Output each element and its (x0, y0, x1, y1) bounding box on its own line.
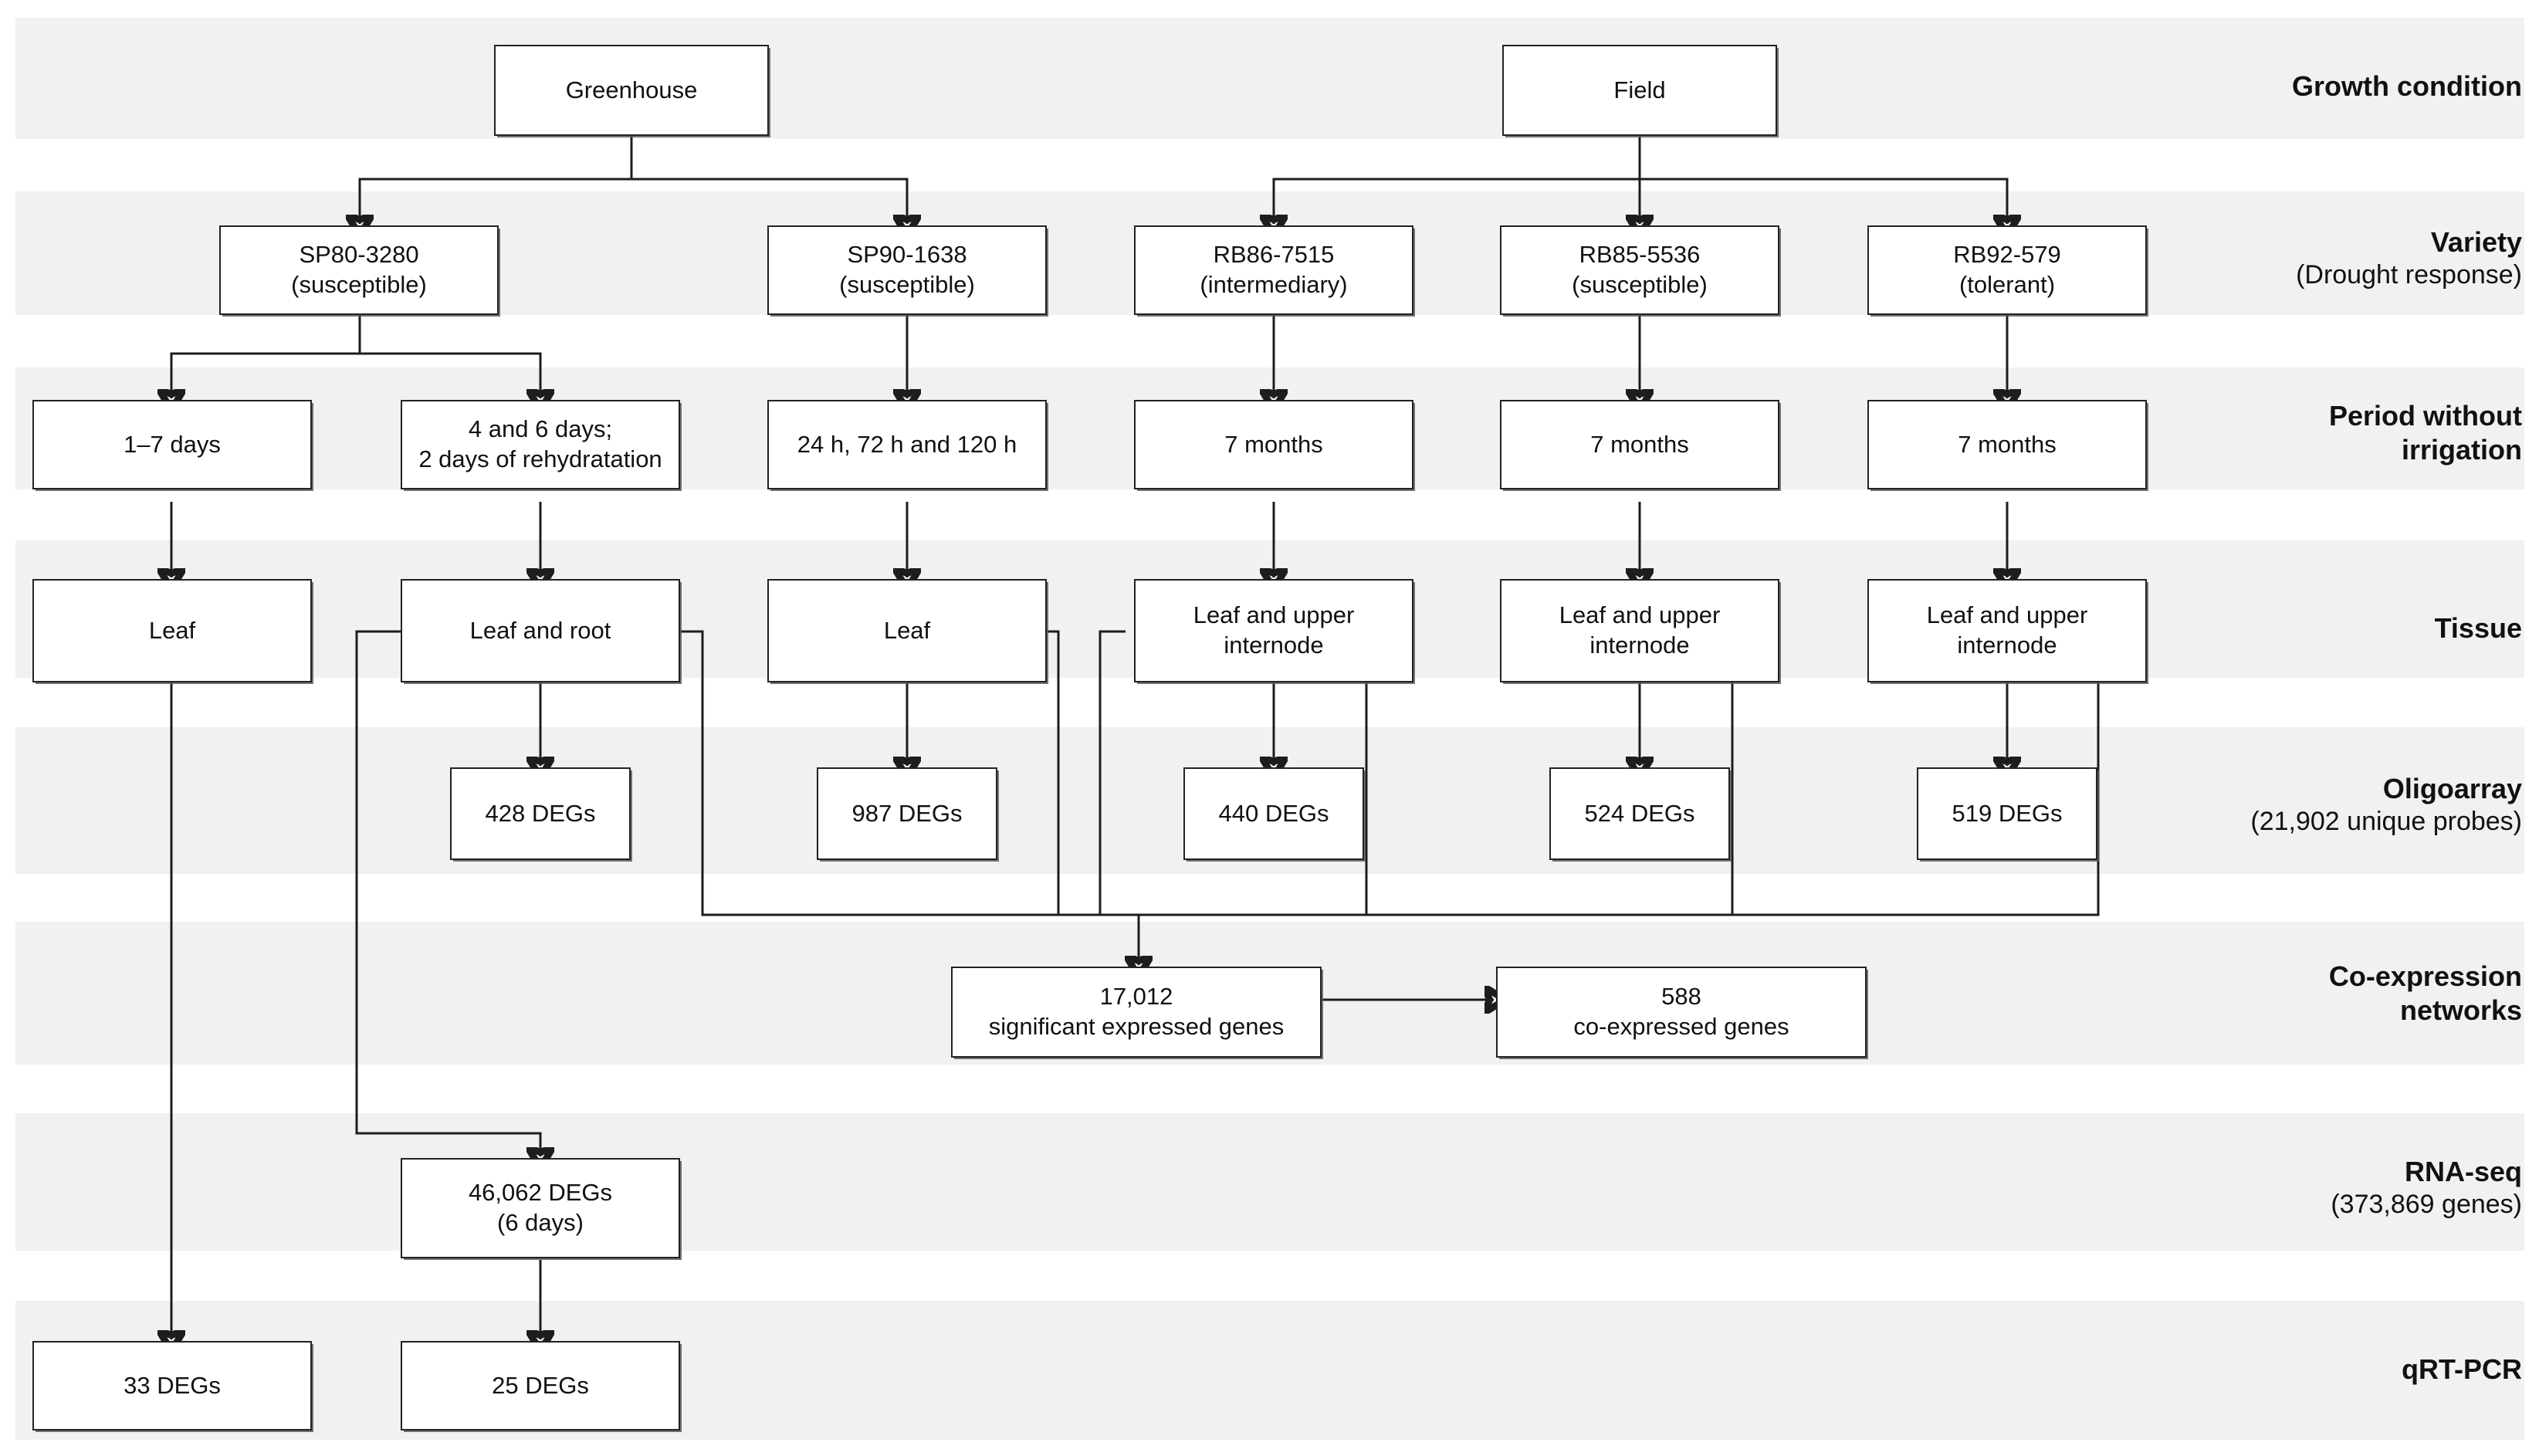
node-rb92-579[interactable]: RB92-579 (tolerant) (1867, 225, 2147, 315)
node-period-4-6-days-line2: 2 days of rehydratation (418, 445, 662, 472)
node-degs-519-label: 519 DEGs (1952, 799, 2063, 827)
row-label-qrt-pcr: qRT-PCR (2402, 1353, 2522, 1387)
node-period-1-7-days-label: 1–7 days (124, 430, 221, 458)
node-rb92-579-line1: RB92-579 (1953, 241, 2061, 269)
node-degs-524-label: 524 DEGs (1584, 799, 1695, 827)
node-degs-33[interactable]: 33 DEGs (32, 1341, 312, 1431)
node-tissue-lui-b-line2: internode (1589, 631, 1690, 659)
node-greenhouse[interactable]: Greenhouse (494, 45, 769, 136)
node-tissue-lui-b-line1: Leaf and upper (1559, 601, 1721, 629)
node-degs-46062-line2: (6 days) (497, 1209, 584, 1236)
row-label-period-without-irrigation: Period without irrigation (2329, 399, 2522, 467)
node-period-4-6-days-line1: 4 and 6 days; (468, 415, 613, 443)
row-label-growth-condition: Growth condition (2292, 69, 2522, 103)
node-degs-46062[interactable]: 46,062 DEGs (6 days) (401, 1158, 680, 1258)
node-period-7-months-b-label: 7 months (1590, 430, 1689, 458)
node-tissue-leaf-upper-internode-b[interactable]: Leaf and upper internode (1500, 579, 1779, 682)
node-17012-line2: significant expressed genes (988, 1013, 1285, 1040)
node-tissue-leaf-and-root-label: Leaf and root (469, 616, 611, 644)
node-degs-440-label: 440 DEGs (1218, 799, 1329, 827)
node-tissue-leaf-b-label: Leaf (883, 616, 931, 644)
row-band-qrtpcr (15, 1301, 2524, 1440)
node-period-7-months-b[interactable]: 7 months (1500, 400, 1779, 489)
row-label-variety-sub: (Drought response) (2296, 259, 2522, 290)
row-label-oligoarray-text: Oligoarray (2382, 773, 2522, 804)
node-sp80-3280-line2: (susceptible) (291, 271, 427, 298)
node-rb85-5536-line2: (susceptible) (1572, 271, 1708, 298)
node-rb85-5536-line1: RB85-5536 (1579, 241, 1701, 269)
node-degs-33-label: 33 DEGs (124, 1371, 221, 1399)
node-tissue-lui-c-line1: Leaf and upper (1926, 601, 2088, 629)
node-sp90-1638[interactable]: SP90-1638 (susceptible) (767, 225, 1047, 315)
row-label-coexpr-text2: networks (2399, 994, 2522, 1026)
node-degs-987[interactable]: 987 DEGs (817, 767, 997, 860)
node-rb86-7515[interactable]: RB86-7515 (intermediary) (1134, 225, 1413, 315)
row-label-growth-condition-text: Growth condition (2292, 70, 2522, 102)
node-tissue-leaf-and-root[interactable]: Leaf and root (401, 579, 680, 682)
node-period-24-72-120h-label: 24 h, 72 h and 120 h (797, 430, 1017, 458)
row-label-oligoarray-sub: (21,902 unique probes) (2250, 806, 2522, 836)
row-band-growth-condition (15, 18, 2524, 139)
node-tissue-lui-a-line1: Leaf and upper (1193, 601, 1355, 629)
node-17012-line1: 17,012 (1099, 983, 1173, 1011)
node-degs-428-label: 428 DEGs (485, 799, 596, 827)
node-significant-expressed-genes[interactable]: 17,012 significant expressed genes (951, 967, 1322, 1058)
node-period-1-7-days[interactable]: 1–7 days (32, 400, 312, 489)
row-label-oligoarray: Oligoarray (21,902 unique probes) (2250, 772, 2522, 838)
node-588-line2: co-expressed genes (1573, 1013, 1789, 1040)
row-band-rnaseq (15, 1113, 2524, 1251)
node-rb85-5536[interactable]: RB85-5536 (susceptible) (1500, 225, 1779, 315)
node-period-7-months-a-label: 7 months (1224, 430, 1323, 458)
node-period-24-72-120h[interactable]: 24 h, 72 h and 120 h (767, 400, 1047, 489)
node-degs-46062-line1: 46,062 DEGs (468, 1179, 613, 1207)
row-label-qrtpcr-text: qRT-PCR (2402, 1353, 2522, 1385)
row-label-co-expression-networks: Co-expression networks (2329, 960, 2522, 1028)
node-tissue-lui-a-line2: internode (1224, 631, 1324, 659)
node-degs-25[interactable]: 25 DEGs (401, 1341, 680, 1431)
node-period-7-months-c[interactable]: 7 months (1867, 400, 2147, 489)
node-greenhouse-label: Greenhouse (565, 76, 698, 103)
node-period-4-6-days[interactable]: 4 and 6 days; 2 days of rehydratation (401, 400, 680, 489)
row-label-rnaseq-sub: (373,869 genes) (2331, 1189, 2522, 1219)
node-tissue-leaf-upper-internode-c[interactable]: Leaf and upper internode (1867, 579, 2147, 682)
node-period-7-months-c-label: 7 months (1958, 430, 2057, 458)
node-tissue-leaf-b[interactable]: Leaf (767, 579, 1047, 682)
row-label-rnaseq-text: RNA-seq (2404, 1156, 2522, 1187)
node-tissue-leaf-upper-internode-a[interactable]: Leaf and upper internode (1134, 579, 1413, 682)
row-label-tissue: Tissue (2435, 611, 2522, 645)
row-label-period-text2: irrigation (2401, 433, 2522, 466)
node-sp80-3280[interactable]: SP80-3280 (susceptible) (219, 225, 499, 315)
node-tissue-leaf-a[interactable]: Leaf (32, 579, 312, 682)
row-label-rna-seq: RNA-seq (373,869 genes) (2331, 1155, 2522, 1221)
row-label-period-text1: Period without (2329, 400, 2522, 432)
row-label-variety: Variety (Drought response) (2296, 225, 2522, 291)
node-degs-440[interactable]: 440 DEGs (1183, 767, 1364, 860)
node-sp90-1638-line2: (susceptible) (839, 271, 975, 298)
row-label-tissue-text: Tissue (2434, 612, 2522, 644)
node-588-line1: 588 (1661, 983, 1701, 1011)
node-degs-519[interactable]: 519 DEGs (1917, 767, 2097, 860)
node-degs-987-label: 987 DEGs (851, 799, 963, 827)
row-label-coexpr-text1: Co-expression (2328, 960, 2522, 992)
node-rb92-579-line2: (tolerant) (1958, 271, 2056, 298)
node-sp80-3280-line1: SP80-3280 (299, 241, 419, 269)
node-period-7-months-a[interactable]: 7 months (1134, 400, 1413, 489)
node-degs-428[interactable]: 428 DEGs (450, 767, 631, 860)
node-co-expressed-genes[interactable]: 588 co-expressed genes (1496, 967, 1867, 1058)
node-field[interactable]: Field (1502, 45, 1777, 136)
node-degs-25-label: 25 DEGs (492, 1371, 589, 1399)
node-degs-524[interactable]: 524 DEGs (1549, 767, 1730, 860)
node-rb86-7515-line1: RB86-7515 (1213, 241, 1335, 269)
row-label-variety-text: Variety (2430, 226, 2522, 258)
node-field-label: Field (1613, 76, 1666, 103)
node-sp90-1638-line1: SP90-1638 (847, 241, 967, 269)
node-tissue-leaf-a-label: Leaf (148, 616, 196, 644)
node-tissue-lui-c-line2: internode (1957, 631, 2057, 659)
node-rb86-7515-line2: (intermediary) (1200, 271, 1348, 298)
